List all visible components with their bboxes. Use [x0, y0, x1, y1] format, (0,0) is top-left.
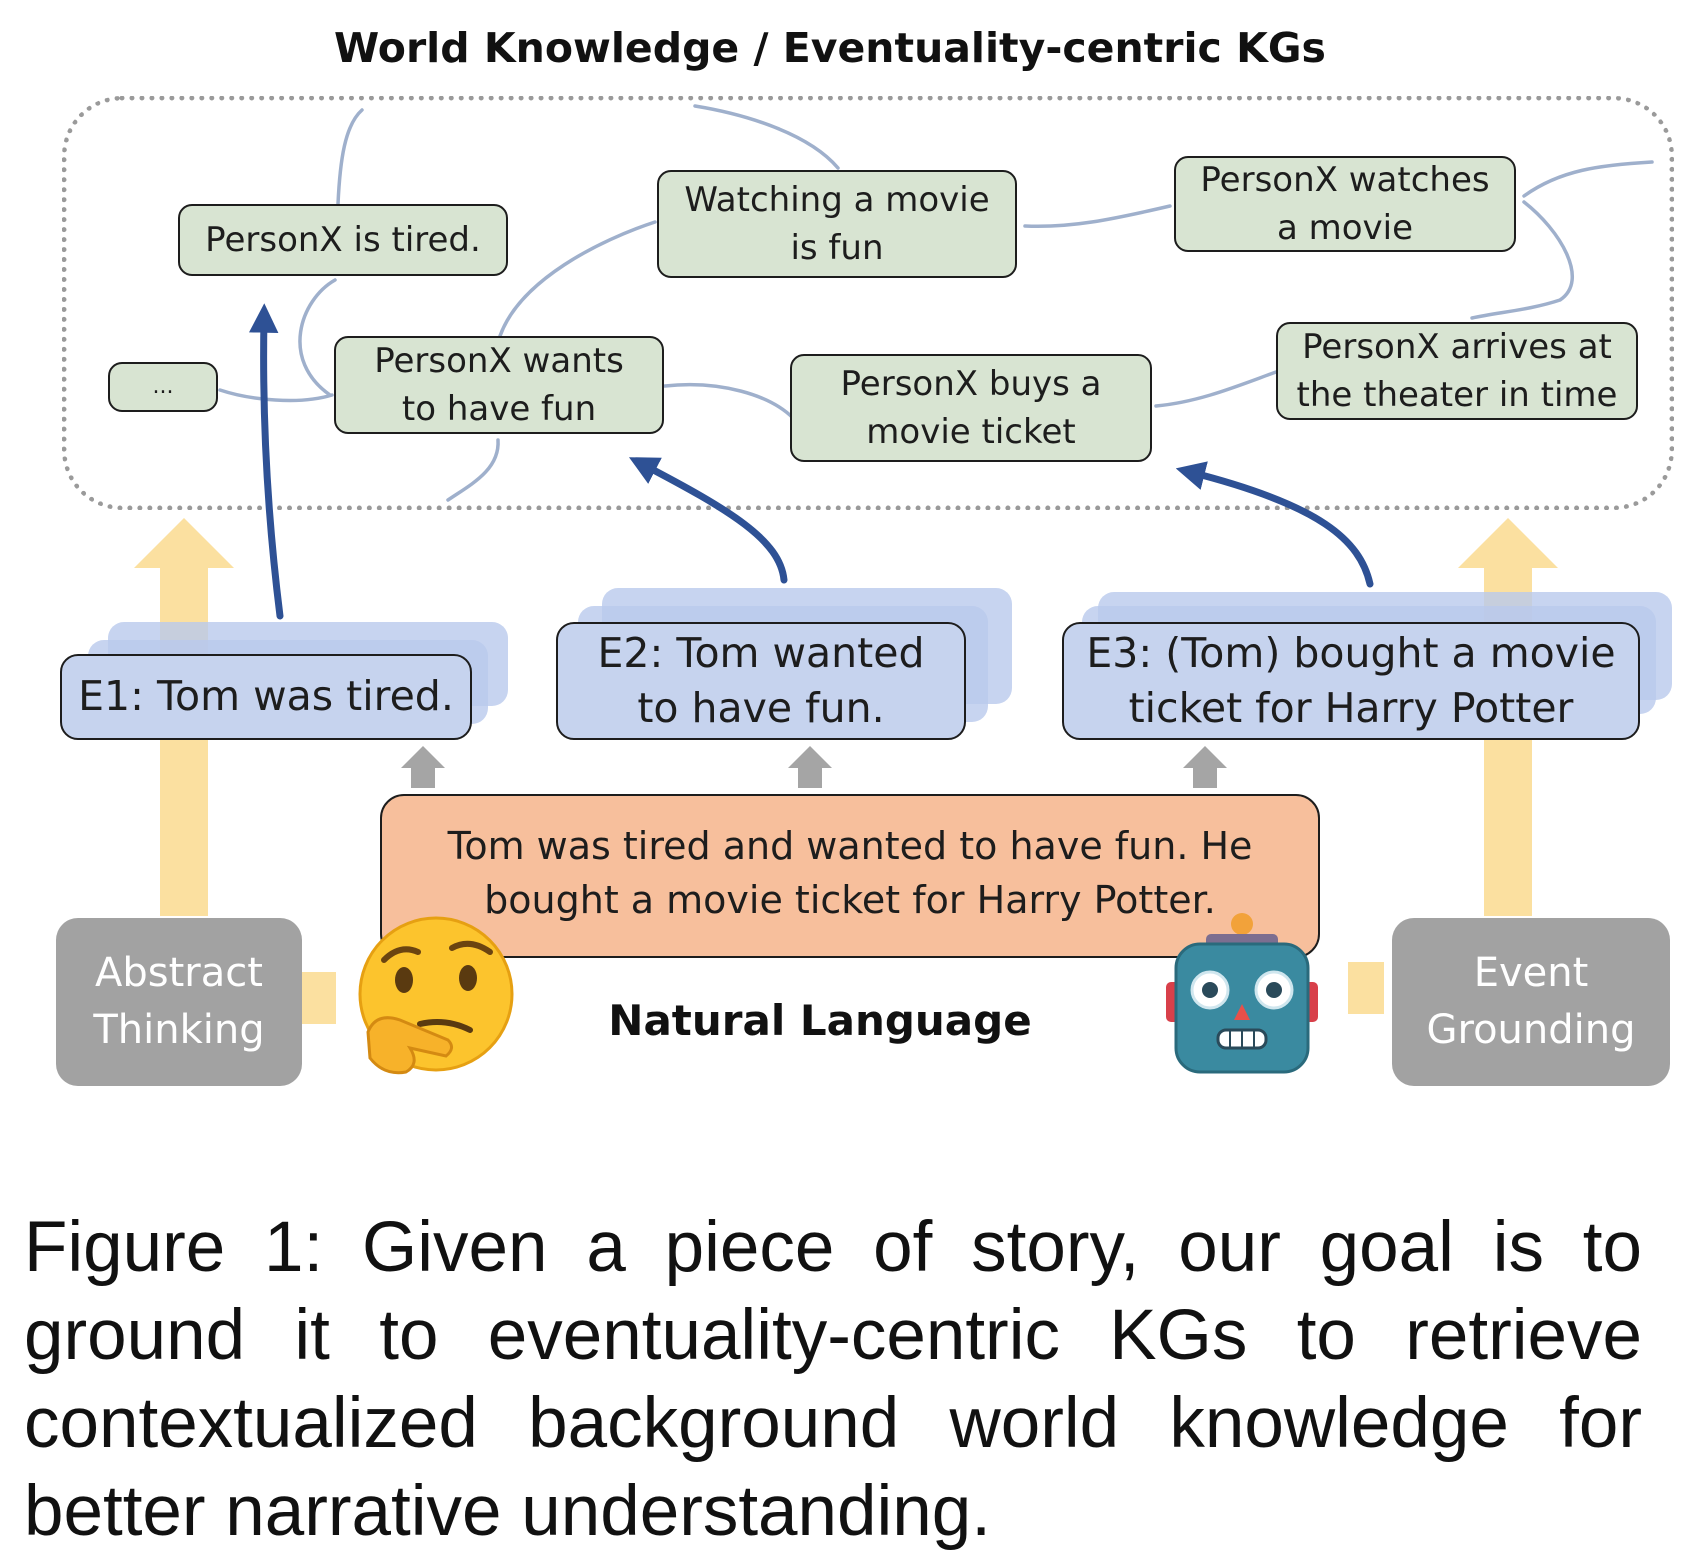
event-card-e1: E1: Tom was tired.: [60, 654, 472, 740]
yellow-arrow-left-shaft: [160, 566, 208, 916]
kg-edge: [1522, 160, 1654, 198]
kg-region: [62, 96, 1674, 510]
kg-edge: [498, 220, 657, 338]
grey-arrow-head: [1183, 746, 1227, 768]
kg-edges: [218, 104, 1654, 502]
event-grounding-box: Event Grounding: [1392, 918, 1670, 1086]
story-box: Tom was tired and wanted to have fun. He…: [380, 794, 1320, 958]
kg-edge: [1154, 370, 1278, 408]
kg-node-wants-fun: PersonX wants to have fun: [334, 336, 664, 434]
event-label: E1:: [78, 672, 144, 721]
kg-node-watching-fun: Watching a movie is fun: [657, 170, 1017, 278]
kg-edge: [1470, 200, 1574, 320]
kg-edge: [663, 382, 795, 420]
grey-arrows: [401, 746, 1227, 788]
event-card-e3: E3: (Tom) bought a movie ticket for Harr…: [1062, 622, 1640, 740]
diagram-title: World Knowledge / Eventuality-centric KG…: [334, 24, 1326, 72]
yellow-arrow-right-head: [1458, 518, 1558, 568]
yellow-arrow-left-connector: [300, 972, 336, 1024]
event-card-e2: E2: Tom wanted to have fun.: [556, 622, 966, 740]
event-text: Tom wanted to have fun.: [637, 628, 925, 732]
kg-edge: [298, 278, 337, 397]
grey-arrow-shaft: [411, 766, 435, 788]
kg-node-buys-ticket: PersonX buys a movie ticket: [790, 354, 1152, 462]
figure-caption: Figure 1: Given a piece of story, our go…: [24, 1208, 1642, 1551]
event-label: E2:: [597, 628, 664, 677]
grey-arrow-shaft: [798, 766, 822, 788]
grey-arrow-head: [401, 746, 445, 768]
kg-node-ellipsis: ...: [108, 362, 218, 412]
kg-edge: [1023, 204, 1172, 229]
kg-node-arrives: PersonX arrives at the theater in time: [1276, 322, 1638, 420]
event-label: E3:: [1086, 628, 1153, 677]
natural-language-label: Natural Language: [608, 996, 1032, 1045]
abstract-thinking-box: Abstract Thinking: [56, 918, 302, 1086]
yellow-arrow-right-connector: [1348, 962, 1384, 1014]
grey-arrow-head: [788, 746, 832, 768]
grey-arrow-shaft: [1193, 766, 1217, 788]
kg-edge: [446, 438, 500, 502]
kg-node-tired: PersonX is tired.: [178, 204, 508, 276]
kg-edge: [693, 104, 840, 170]
kg-edge: [336, 108, 364, 206]
event-text: (Tom) bought a movie ticket for Harry Po…: [1128, 628, 1616, 732]
event-text: Tom was tired.: [143, 672, 454, 721]
kg-node-watches: PersonX watches a movie: [1174, 156, 1516, 252]
yellow-arrow-left-head: [134, 518, 234, 568]
